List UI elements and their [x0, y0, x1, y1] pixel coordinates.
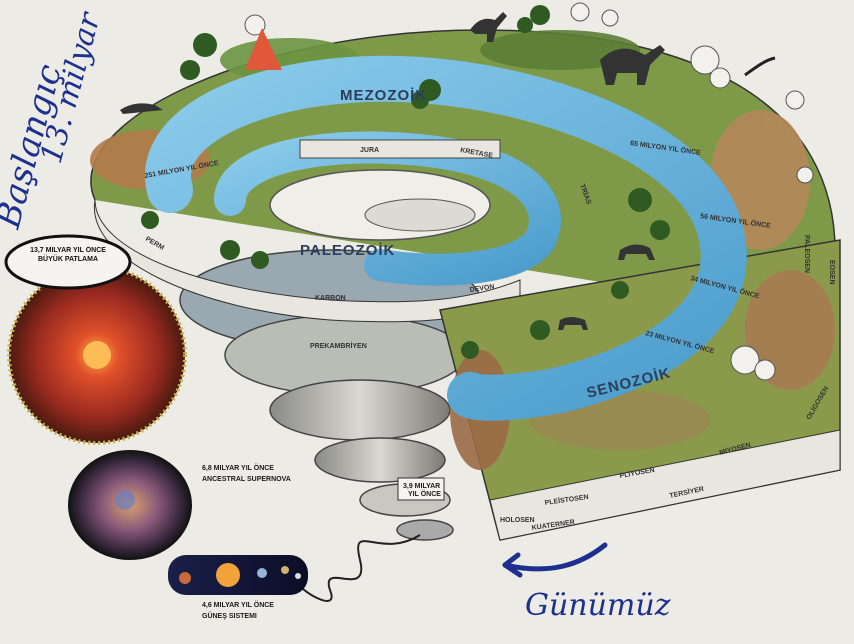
- solar-line1: 4,6 MILYAR YIL ÖNCE: [202, 600, 274, 609]
- period-label-jura: JURA: [360, 147, 379, 154]
- solar-line2: GÜNEŞ SISTEMI: [202, 611, 257, 620]
- early-life-line1: 3,9 MILYAR: [403, 483, 440, 490]
- period-label-karbon: KARBON: [315, 295, 346, 302]
- early-life-line2: YIL ÖNCE: [408, 489, 441, 498]
- solar-system-illustration: [168, 555, 308, 595]
- era-label-paleozoic: PALEOZOİK: [300, 242, 395, 259]
- supernova-line1: 6,8 MILYAR YIL ÖNCE: [202, 463, 274, 472]
- supernova-illustration: [68, 450, 192, 560]
- period-label-prekambriyen: PREKAMBRİYEN: [310, 342, 367, 350]
- handwriting-today: Günümüz: [525, 588, 671, 623]
- big-bang-illustration: [9, 267, 185, 443]
- period-label-eosen: EOSEN: [828, 260, 835, 285]
- era-label-mesozoic: MEZOZOİK: [340, 87, 427, 104]
- period-label-paleosen: PALEOSEN: [803, 235, 810, 273]
- supernova-line2: ANCESTRAL SUPERNOVA: [202, 476, 291, 483]
- period-label-holosen: HOLOSEN: [500, 517, 535, 524]
- big-bang-label: 13,7 MILYAR YIL ÖNCE BÜYÜK PATLAMA: [18, 246, 118, 264]
